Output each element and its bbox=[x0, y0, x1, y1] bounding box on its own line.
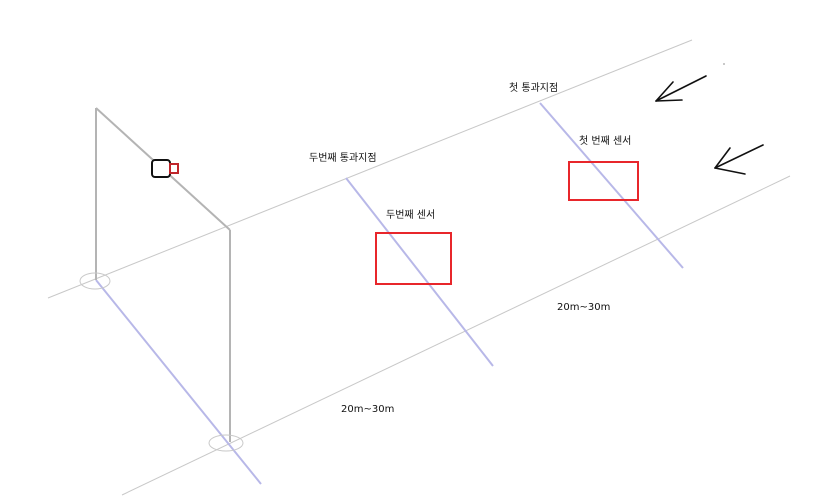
first-pass-point-label: 첫 통과지점 bbox=[509, 82, 558, 94]
pass-line-first bbox=[539, 102, 684, 269]
distance-label-far: 20m~30m bbox=[557, 302, 610, 313]
distance-label-near: 20m~30m bbox=[341, 404, 394, 415]
stray-dot bbox=[723, 63, 725, 65]
second-pass-point-label: 두번째 통과지점 bbox=[309, 152, 377, 164]
camera-icon bbox=[151, 159, 179, 178]
arrow-down-left-icon bbox=[655, 75, 707, 102]
pass-line-pole bbox=[95, 279, 262, 485]
first-sensor-box bbox=[568, 161, 639, 201]
gantry-pole bbox=[95, 107, 231, 442]
pass-line-second bbox=[345, 177, 494, 367]
second-sensor-label: 두번째 센서 bbox=[386, 209, 435, 221]
road-edge-near bbox=[121, 175, 791, 496]
pole-base-near bbox=[208, 434, 244, 452]
road-edge-far bbox=[47, 39, 693, 299]
second-sensor-box bbox=[375, 232, 452, 285]
first-sensor-label: 첫 번째 센서 bbox=[579, 135, 631, 147]
pole-base-far bbox=[79, 272, 111, 290]
arrow-down-left-icon bbox=[714, 144, 764, 175]
